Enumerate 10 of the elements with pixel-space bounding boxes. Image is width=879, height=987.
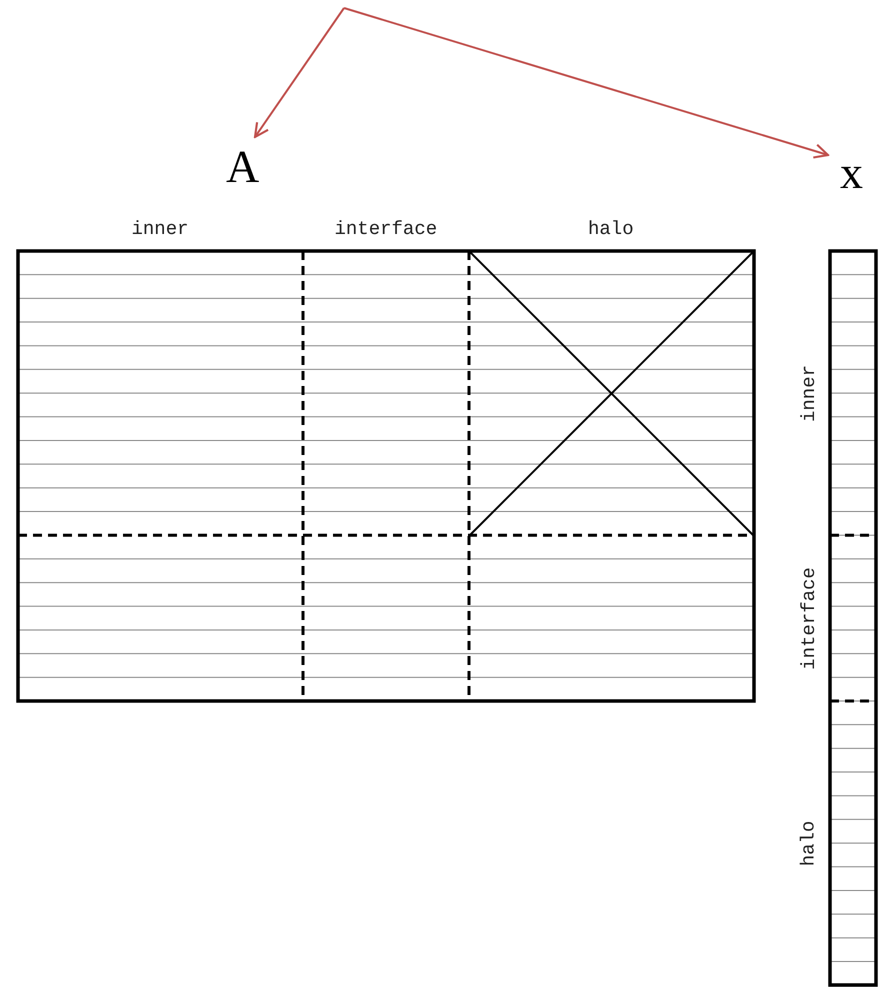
row-label: inner — [800, 364, 818, 422]
row-label: interface — [799, 566, 818, 670]
variable-symbol: A — [226, 144, 260, 190]
column-label: interface — [334, 220, 438, 238]
arrow — [344, 7, 830, 159]
column-label: halo — [588, 220, 634, 238]
variable-symbol: x — [840, 150, 863, 196]
arrow — [254, 7, 345, 138]
row-label: halo — [799, 820, 818, 866]
column-label: inner — [132, 220, 189, 238]
